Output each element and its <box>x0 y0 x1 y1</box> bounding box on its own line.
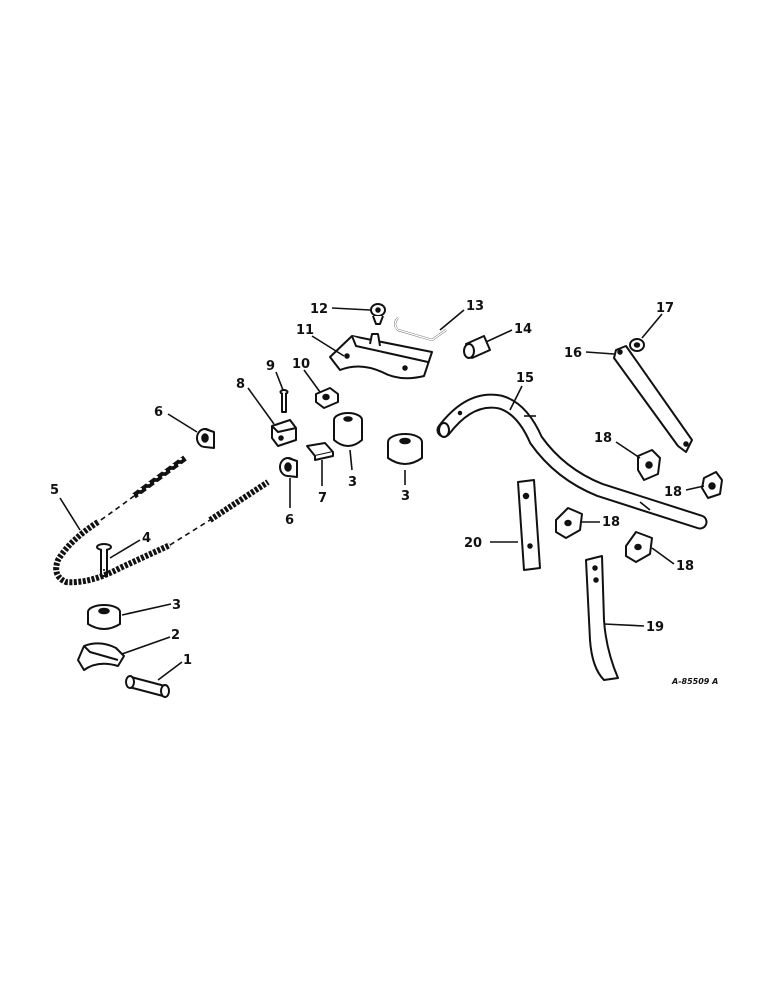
part-9-bolt <box>279 389 289 413</box>
callout-4: 4 <box>109 531 151 559</box>
callout-label: 16 <box>564 346 582 361</box>
callout-label: 6 <box>285 513 294 528</box>
callout-label: 5 <box>50 483 59 498</box>
callout-label: 11 <box>296 323 314 338</box>
callout-label: 3 <box>401 489 410 504</box>
callout-14: 14 <box>485 322 532 343</box>
callout-label: 15 <box>516 371 534 386</box>
part-14-sleeve <box>463 335 491 359</box>
callout-19: 19 <box>603 620 664 635</box>
part-11-mounting-plate <box>329 333 433 380</box>
part-1-shaft <box>125 675 170 698</box>
callout-label: 18 <box>594 431 612 446</box>
callout-label: 14 <box>514 322 532 337</box>
callout-label: 18 <box>664 485 682 500</box>
drawing-reference: A-85509 A <box>671 677 718 686</box>
callout-3a: 3 <box>121 598 181 616</box>
callout-3c: 3 <box>401 470 410 504</box>
part-18-clamp-b <box>701 471 723 499</box>
callout-label: 19 <box>646 620 664 635</box>
part-18-clamp-a <box>637 449 661 481</box>
callout-label: 18 <box>676 559 694 574</box>
callout-3b: 3 <box>348 449 357 490</box>
callout-9: 9 <box>266 359 284 391</box>
callout-17: 17 <box>641 301 674 339</box>
part-5-chain <box>53 455 270 586</box>
callout-label: 1 <box>183 653 192 668</box>
callout-20: 20 <box>464 536 518 551</box>
part-8-clevis-bracket <box>271 419 297 447</box>
part-7-block <box>306 442 334 461</box>
part-19-shovel <box>585 555 619 681</box>
callout-label: 18 <box>602 515 620 530</box>
callout-7: 7 <box>318 460 327 506</box>
callout-label: 8 <box>236 377 245 392</box>
callout-18d: 18 <box>651 547 694 574</box>
part-18-clamp-d <box>625 531 653 563</box>
callout-1: 1 <box>157 653 192 681</box>
callout-18c: 18 <box>582 515 620 530</box>
callout-label: 9 <box>266 359 275 374</box>
callout-label: 4 <box>142 531 151 546</box>
callout-10: 10 <box>292 357 321 393</box>
callout-label: 6 <box>154 405 163 420</box>
callout-label: 10 <box>292 357 310 372</box>
callout-18a: 18 <box>594 431 641 459</box>
part-12-clip <box>370 303 386 325</box>
callout-6a: 6 <box>154 405 198 433</box>
part-20-flat-bar <box>517 479 541 571</box>
part-17-nut <box>629 338 645 352</box>
part-3-roller-bottom <box>87 604 121 630</box>
part-16-brace <box>613 345 693 453</box>
part-18-clamp-c <box>555 507 583 539</box>
part-3-roller-right <box>387 433 423 465</box>
callout-16: 16 <box>564 346 615 361</box>
part-6-collar-left <box>196 428 215 449</box>
callout-6b: 6 <box>285 478 294 528</box>
callout-label: 17 <box>656 301 674 316</box>
callout-label: 12 <box>310 302 328 317</box>
part-2-bracket <box>77 642 125 671</box>
callout-label: 2 <box>171 628 180 643</box>
callout-11: 11 <box>296 323 345 357</box>
callout-12: 12 <box>310 302 371 317</box>
callout-label: 3 <box>348 475 357 490</box>
part-3-roller-middle <box>333 412 363 447</box>
part-10-block <box>315 387 339 409</box>
part-4-pin <box>96 543 112 577</box>
callout-label: 20 <box>464 536 482 551</box>
part-13-hook-rod <box>394 317 447 341</box>
callout-18b: 18 <box>664 485 705 500</box>
callout-label: 7 <box>318 491 327 506</box>
part-15-handle-rod <box>436 393 708 530</box>
callout-13: 13 <box>439 299 484 331</box>
part-6-collar-right <box>279 457 298 478</box>
callout-label: 3 <box>172 598 181 613</box>
callout-8: 8 <box>236 377 275 425</box>
callout-2: 2 <box>121 628 180 655</box>
callout-label: 13 <box>466 299 484 314</box>
callout-15: 15 <box>509 371 534 411</box>
callout-5: 5 <box>50 483 81 531</box>
